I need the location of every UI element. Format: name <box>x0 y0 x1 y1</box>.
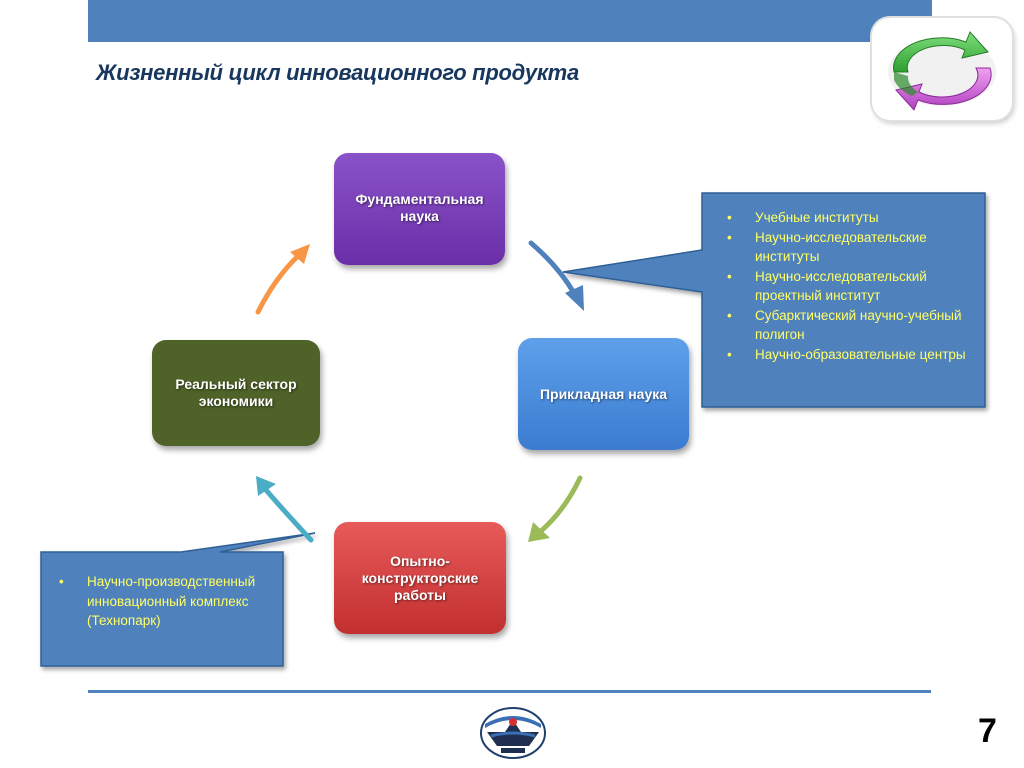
university-emblem-icon <box>480 707 546 759</box>
arrow-applied-to-experimental <box>528 475 583 542</box>
top-right-logo <box>872 18 1012 120</box>
list-item: Научно-производственный инновационный ко… <box>53 572 273 631</box>
callout-left-list: Научно-производственный инновационный ко… <box>53 572 273 631</box>
slide-title: Жизненный цикл инновационного продукта <box>96 60 579 85</box>
header-bar <box>88 0 932 42</box>
arrow-experimental-to-real <box>256 476 314 543</box>
callout-right-list: Учебные институты Научно-исследовательск… <box>721 208 971 364</box>
node-experimental-design: Опытно-конструкторские работы <box>334 522 506 634</box>
list-item: Научно-образовательные центры <box>721 345 971 365</box>
node-applied-science: Прикладная наука <box>518 338 689 450</box>
list-item: Субарктический научно-учебный полигон <box>721 306 971 345</box>
list-item: Научно-исследовательские институты <box>721 228 971 267</box>
node-real-sector: Реальный сектор экономики <box>152 340 320 446</box>
list-item: Научно-исследовательский проектный инсти… <box>721 267 971 306</box>
node-fundamental-science: Фундаментальная наука <box>334 153 505 265</box>
arrow-fund-to-applied <box>528 240 584 311</box>
arrow-real-to-fund <box>255 244 310 315</box>
bottom-emblem <box>479 706 547 760</box>
page-number: 7 <box>978 712 997 750</box>
recycle-arrows-icon <box>888 31 996 111</box>
list-item: Учебные институты <box>721 208 971 228</box>
footer-divider <box>88 690 931 693</box>
